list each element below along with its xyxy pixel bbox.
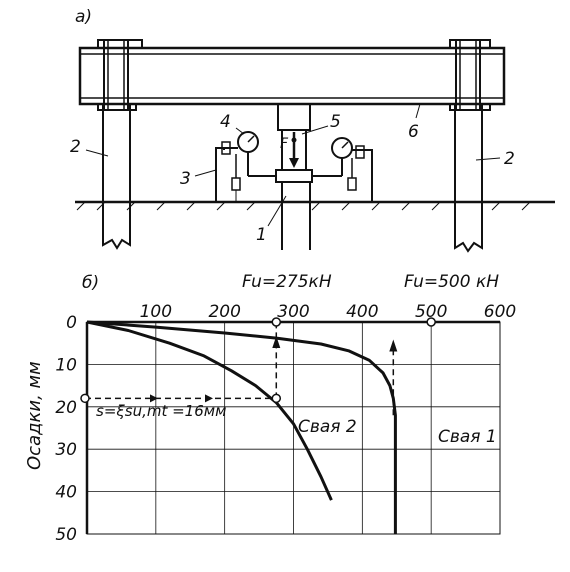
test-pile — [281, 182, 311, 250]
chart-ticks: 100 200 300 400 500 600 0 10 20 30 40 50 — [55, 302, 516, 545]
fu-pile2-label: Fu=275кН — [242, 272, 332, 292]
y-tick-label: 10 — [55, 355, 77, 375]
callout-reference-frame: 3 — [180, 169, 191, 189]
pile2-curve-label: Свая 2 — [298, 417, 357, 437]
test-setup-diagram: а) — [70, 7, 555, 253]
callout-dial-gauge: 4 — [220, 112, 231, 132]
settlement-chart: б) 100 200 300 400 500 600 0 10 20 30 40 50 Осадки,… — [24, 272, 516, 545]
y-tick-label: 20 — [55, 398, 77, 418]
anchor-pile-left — [97, 39, 143, 250]
callout-anchor-left: 2 — [70, 137, 81, 157]
callout-anchor-right: 2 — [504, 149, 515, 169]
anchor-pile-right — [449, 39, 491, 253]
x-tick-label: 300 — [277, 302, 309, 322]
callout-leaders — [85, 103, 501, 227]
x-tick-label: 200 — [208, 302, 240, 322]
marker-circle — [426, 317, 436, 327]
x-tick-label: 400 — [346, 302, 378, 322]
reaction-beam — [78, 46, 506, 106]
y-tick-label: 50 — [55, 525, 77, 545]
x-tick-label: 600 — [484, 302, 516, 322]
arrow-right-icon — [205, 394, 213, 403]
x-tick-label: 500 — [415, 302, 447, 322]
marker-circle — [271, 317, 282, 327]
callout-force: F — [280, 136, 289, 152]
reference-frame-left — [215, 141, 241, 202]
callout-jack: 5 — [330, 112, 341, 132]
panel-a-label: а) — [75, 7, 92, 27]
y-tick-label: 30 — [55, 440, 77, 460]
pile1-curve-label: Свая 1 — [438, 427, 497, 447]
fu-pile1-label: Fu=500 кН — [404, 272, 499, 292]
x-tick-label: 100 — [140, 302, 172, 322]
arrow-right-icon — [150, 394, 158, 403]
panel-b-label: б) — [82, 273, 99, 293]
y-tick-label: 0 — [66, 313, 77, 333]
chart-annotations — [80, 317, 436, 416]
series-line-1 — [86, 320, 333, 501]
marker-circle — [271, 393, 282, 404]
ground-line — [75, 200, 555, 211]
dial-gauge-left — [237, 131, 259, 177]
pile-head-plate — [258, 169, 332, 183]
y-axis-label: Осадки, мм — [24, 361, 45, 470]
dial-gauge-right — [331, 137, 353, 177]
reference-frame-right — [347, 145, 373, 202]
arrow-up-icon — [272, 336, 281, 348]
callout-test-pile: 1 — [256, 225, 267, 245]
arrow-up-icon — [389, 339, 398, 352]
force-arrow-icon — [289, 158, 299, 168]
s-formula-label: s=ξsu,mt =16мм — [96, 402, 226, 420]
marker-circle — [80, 393, 90, 404]
y-tick-label: 40 — [55, 483, 77, 503]
callout-beam: 6 — [408, 122, 419, 142]
